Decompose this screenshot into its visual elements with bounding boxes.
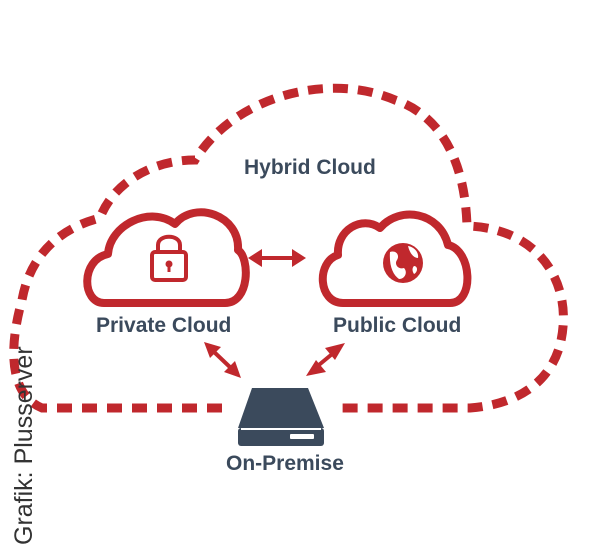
hybrid-cloud-label: Hybrid Cloud: [244, 156, 376, 179]
server-drive-icon: [238, 388, 324, 446]
arrow-public-onpremise: [306, 343, 345, 376]
public-cloud-label: Public Cloud: [333, 314, 462, 337]
arrow-private-onpremise: [204, 342, 241, 378]
on-premise-label: On-Premise: [226, 452, 344, 475]
hybrid-cloud-outline: [9, 83, 568, 413]
public-cloud-icon: [318, 210, 472, 307]
globe-icon: [383, 243, 423, 283]
padlock-icon: [150, 234, 188, 282]
image-credit: Grafik: Plusserver: [10, 346, 38, 545]
arrow-private-public: [248, 249, 306, 267]
private-cloud-label: Private Cloud: [96, 314, 232, 337]
private-cloud-icon: [83, 208, 250, 307]
